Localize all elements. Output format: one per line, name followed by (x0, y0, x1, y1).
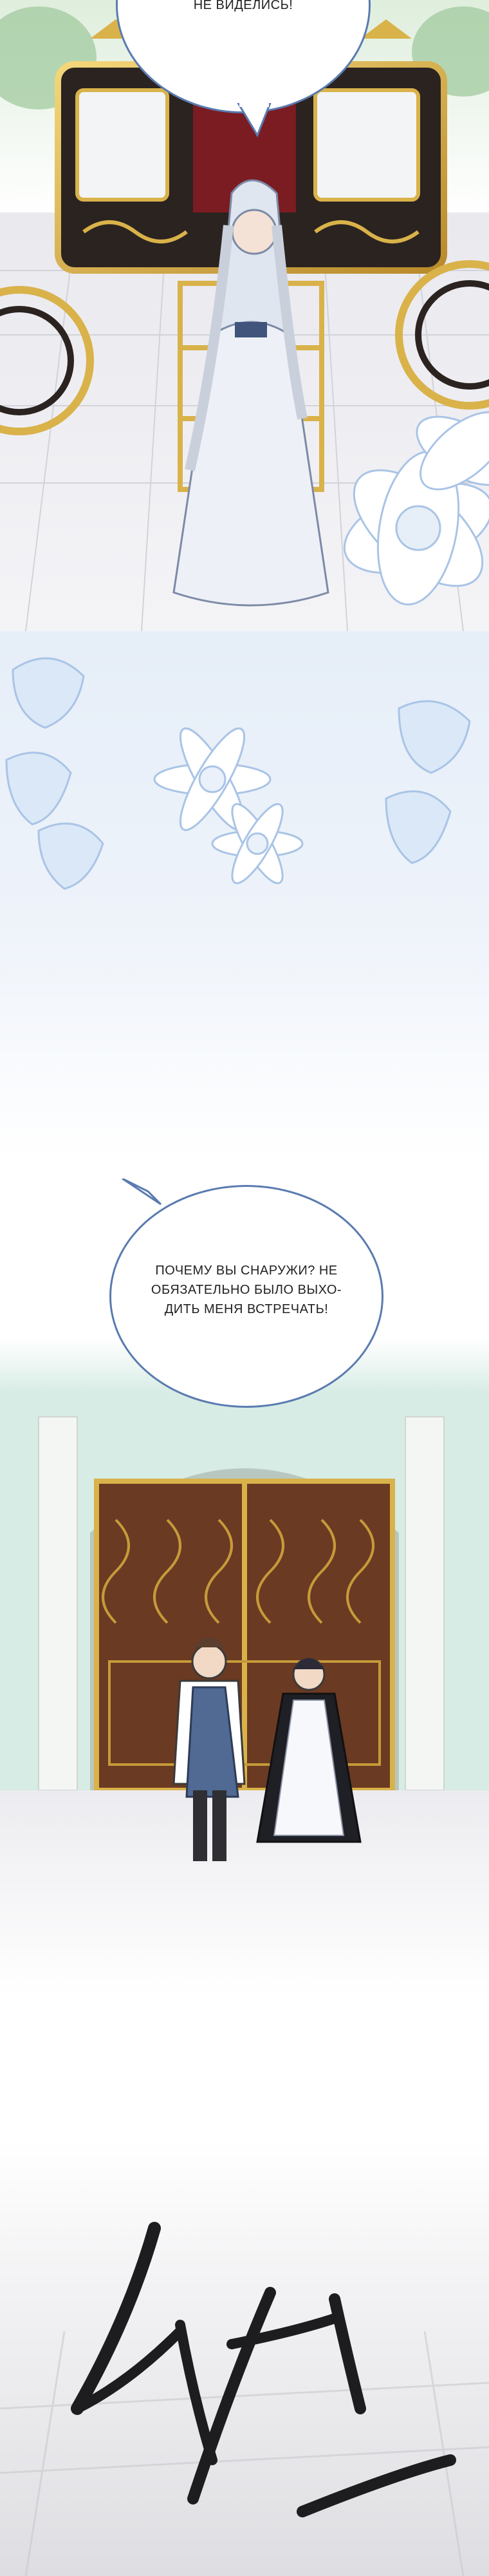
carriage (0, 19, 489, 492)
gate-panel (0, 1340, 489, 1996)
flower-transition-panel (0, 631, 489, 1159)
speech-bubble-top-tail (237, 103, 272, 138)
butler-character (172, 1638, 246, 1861)
carriage-illustration (0, 0, 489, 631)
speech-line-1: ПОЧЕМУ ВЫ СНАРУЖИ? НЕ (155, 1264, 338, 1278)
sfx-panel: 척— (0, 2138, 489, 2576)
sfx-brush-strokes (71, 2222, 456, 2517)
speech-bubble-gate-tail (122, 1179, 162, 1206)
speech-bubble-gate-text: ПОЧЕМУ ВЫ СНАРУЖИ? НЕ ОБЯЗАТЕЛЬНО БЫЛО В… (137, 1261, 356, 1319)
speech-line-2: ОБЯЗАТЕЛЬНО БЫЛО ВЫХО- (151, 1283, 342, 1297)
speech-line-3: ДИТЬ МЕНЯ ВСТРЕЧАТЬ! (164, 1302, 329, 1316)
maid-character (256, 1658, 362, 1843)
woman-in-white-dress (172, 179, 329, 607)
ornate-gate (94, 1479, 395, 1793)
speech-bubble-top-text: НЕ ВИДЕЛИСЬ! (193, 0, 293, 12)
blue-bellflowers-left (5, 657, 104, 890)
daisy-center (153, 727, 304, 884)
carriage-panel (0, 0, 489, 631)
flower-decoration (343, 411, 489, 606)
blue-bellflowers-right (385, 700, 471, 864)
speech-bubble-gate: ПОЧЕМУ ВЫ СНАРУЖИ? НЕ ОБЯЗАТЕЛЬНО БЫЛО В… (109, 1185, 383, 1408)
